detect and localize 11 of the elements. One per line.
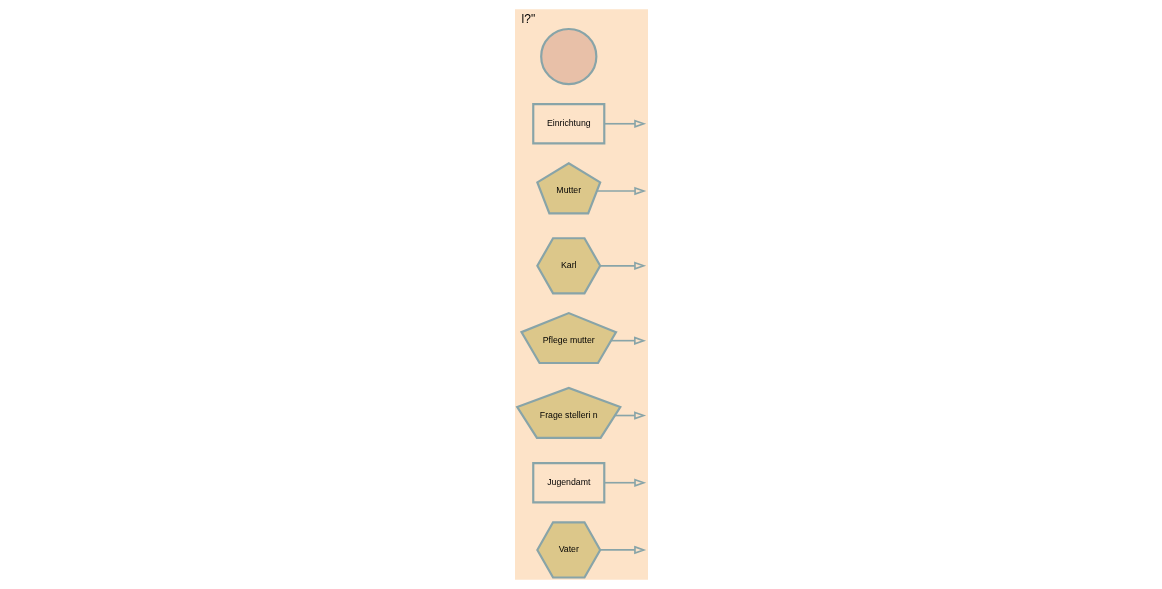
arrow [598,545,646,555]
arrow [609,336,646,345]
node-box: Jugendamt [531,461,605,504]
node-box: Einrichtung [531,103,605,145]
arrow [613,411,646,420]
arrow [603,478,646,487]
arrow [598,261,646,271]
arrow [595,186,646,196]
diagram-title: l?" [521,12,535,27]
node-circle [539,27,597,86]
arrow [603,119,646,128]
